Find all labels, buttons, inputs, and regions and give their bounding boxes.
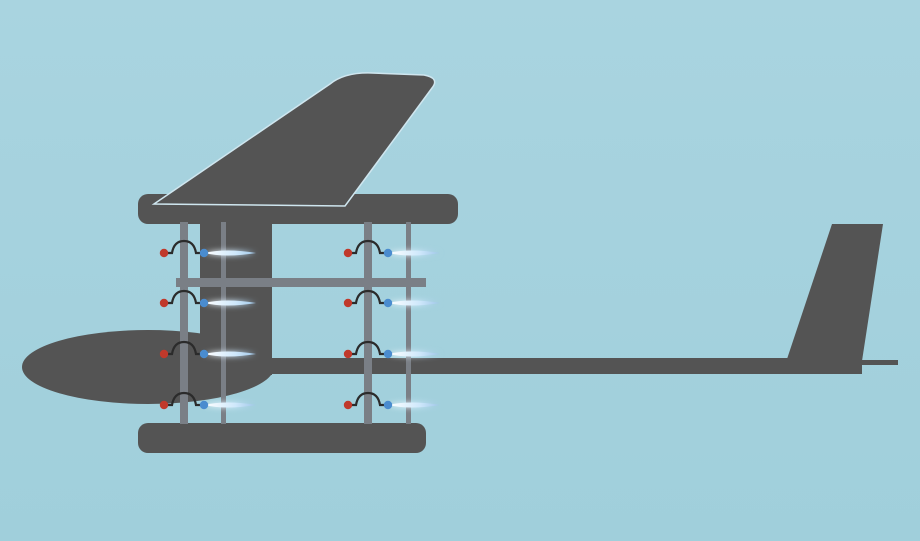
connecting-wire: [162, 239, 206, 255]
fuselage-body: [200, 215, 272, 375]
ion-emitter-blade: [388, 300, 440, 306]
negative-terminal: [199, 248, 209, 258]
positive-terminal: [159, 400, 169, 410]
electrode-stages: [159, 239, 440, 410]
negative-terminal: [383, 298, 393, 308]
ion-emitter-blade: [388, 250, 440, 256]
ion-emitter-blade: [204, 351, 256, 357]
strut-crossbar: [176, 278, 426, 287]
negative-terminal: [383, 349, 393, 359]
negative-terminal: [199, 298, 209, 308]
connecting-wire: [346, 340, 390, 356]
ion-emitter-blade: [204, 402, 256, 408]
strut-rear-inner: [406, 222, 411, 424]
connecting-wire: [346, 391, 390, 407]
ion-emitter-blade: [388, 402, 440, 408]
strut-front-outer: [180, 222, 188, 424]
tail-boom: [262, 358, 862, 374]
lower-bar: [138, 423, 426, 453]
positive-terminal: [159, 298, 169, 308]
positive-terminal: [159, 349, 169, 359]
main-wing: [151, 72, 436, 207]
connecting-wire: [162, 391, 206, 407]
ion-emitter-blade: [388, 351, 440, 357]
electrode-stage-rear-2: [343, 289, 440, 308]
electrode-stage-front-3: [159, 340, 256, 359]
vertical-stabilizer: [786, 224, 883, 374]
negative-terminal: [383, 400, 393, 410]
positive-terminal: [343, 298, 353, 308]
electrode-stage-rear-1: [343, 239, 440, 258]
positive-terminal: [343, 349, 353, 359]
electrode-stage-rear-4: [343, 391, 440, 410]
strut-rear-outer: [364, 222, 372, 424]
connecting-wire: [346, 239, 390, 255]
ion-emitter-blade: [204, 300, 256, 306]
tail-tip: [858, 360, 898, 365]
electrode-stage-front-4: [159, 391, 256, 410]
positive-terminal: [159, 248, 169, 258]
negative-terminal: [383, 248, 393, 258]
strut-frame: [176, 222, 426, 424]
negative-terminal: [199, 400, 209, 410]
electrode-stage-rear-3: [343, 340, 440, 359]
electrode-stage-front-1: [159, 239, 256, 258]
strut-front-inner: [221, 222, 226, 424]
positive-terminal: [343, 248, 353, 258]
positive-terminal: [343, 400, 353, 410]
connecting-wire: [346, 289, 390, 305]
electrode-stage-front-2: [159, 289, 256, 308]
connecting-wire: [162, 289, 206, 305]
connecting-wire: [162, 340, 206, 356]
negative-terminal: [199, 349, 209, 359]
ion-emitter-blade: [204, 250, 256, 256]
